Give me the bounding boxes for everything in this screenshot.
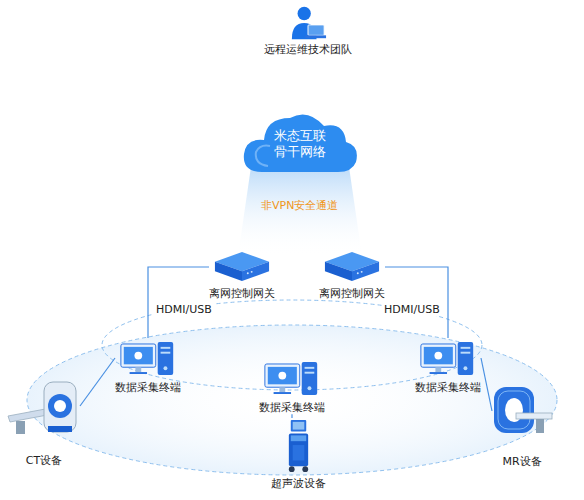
- inner-ring: [102, 300, 482, 390]
- connector-line: [481, 358, 492, 411]
- mr-scanner-icon: [490, 383, 554, 439]
- gateway-node: 离网控制网关: [209, 250, 275, 300]
- node-label: 数据采集终端: [115, 381, 181, 394]
- node-label: 远程运维技术团队: [264, 43, 352, 56]
- cloud-label: 米态互联 骨干网络: [270, 128, 330, 161]
- cloud-node: 米态互联 骨干网络: [238, 106, 362, 176]
- terminal-node: 数据采集终端: [415, 338, 481, 394]
- gateway-node: 离网控制网关: [319, 250, 385, 300]
- terminal-node: 数据采集终端: [115, 338, 181, 394]
- gateway-icon: [213, 250, 271, 285]
- team-node: 远程运维技术团队: [264, 4, 352, 56]
- gateway-icon: [323, 250, 381, 285]
- connector-path: [481, 358, 492, 411]
- node-label: 离网控制网关: [209, 287, 275, 300]
- secure-channel-beam: [238, 160, 362, 256]
- node-label: 数据采集终端: [259, 401, 325, 414]
- node-label: CT设备: [26, 454, 62, 467]
- connector-line: [80, 358, 115, 406]
- terminal-node: 数据采集终端: [259, 358, 325, 414]
- connector-path: [80, 358, 115, 406]
- ct-scanner-icon: [4, 376, 84, 438]
- edge-label: HDMI/USB: [154, 303, 214, 316]
- channel-label: 非VPN安全通道: [261, 199, 338, 212]
- device-node: 超声波设备: [271, 418, 326, 490]
- outer-ring: [27, 325, 557, 475]
- edge-label: HDMI/USB: [382, 303, 442, 316]
- device-node: MR设备: [490, 383, 554, 468]
- ultrasound-icon: [284, 418, 313, 474]
- node-label: MR设备: [502, 455, 541, 468]
- terminal-icon: [261, 358, 323, 399]
- node-label: 离网控制网关: [319, 287, 385, 300]
- node-label: 数据采集终端: [415, 381, 481, 394]
- terminal-icon: [117, 338, 179, 379]
- person-icon: [289, 4, 327, 42]
- connector-line: [292, 414, 293, 418]
- connector-path: [291, 414, 292, 418]
- device-node: CT设备: [4, 376, 84, 467]
- node-label: 超声波设备: [271, 477, 326, 490]
- terminal-icon: [417, 338, 479, 379]
